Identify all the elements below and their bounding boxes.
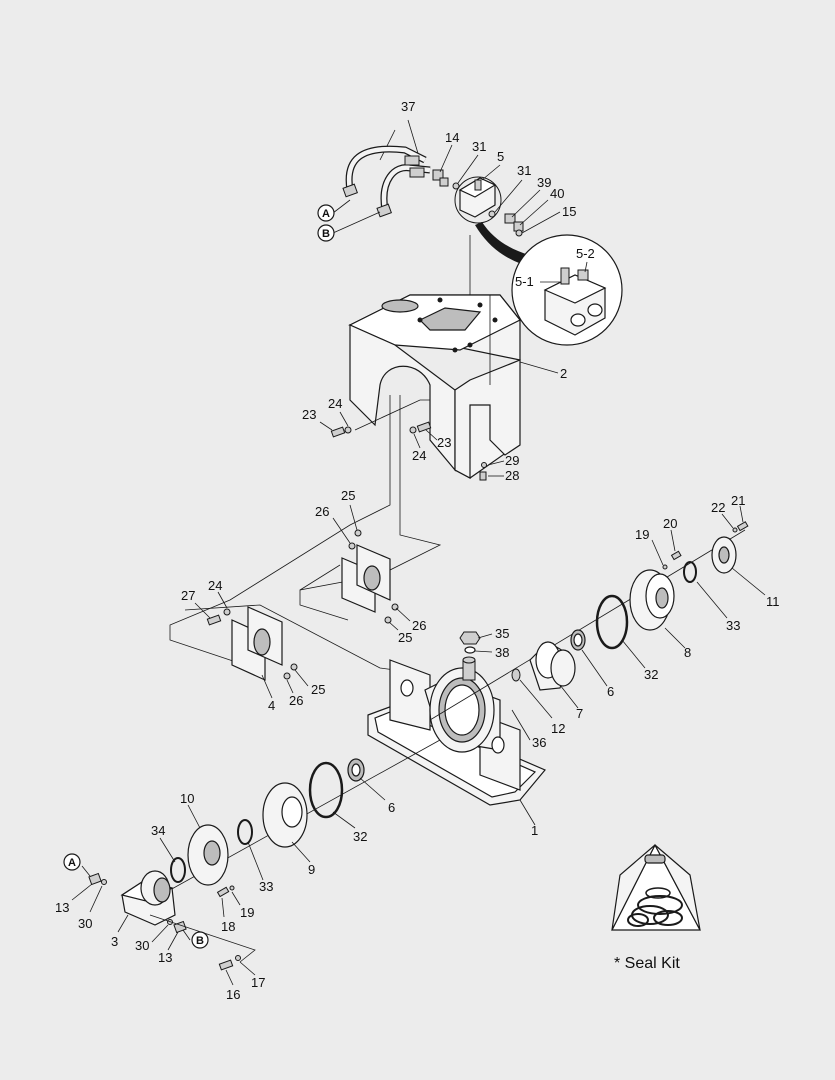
callout-23: 23 — [437, 435, 451, 450]
callout-29: 29 — [505, 453, 519, 468]
callout-22: 22 — [711, 500, 725, 515]
callout-8: 8 — [684, 645, 691, 660]
frame-bolts — [319, 399, 505, 481]
rubber-mount-upper — [332, 504, 411, 631]
callout-2: 2 — [560, 366, 567, 381]
callout-23: 23 — [302, 407, 316, 422]
seal-kit-label: * Seal Kit — [614, 955, 680, 972]
callout-27: 27 — [181, 588, 195, 603]
callout-39: 39 — [537, 175, 551, 190]
callout-28: 28 — [505, 468, 519, 483]
callout-37: 37 — [401, 99, 415, 114]
callout-5-2: 5-2 — [576, 246, 595, 261]
callout-32: 32 — [353, 829, 367, 844]
callout-11: 11 — [766, 594, 780, 609]
callout-38: 38 — [495, 645, 509, 660]
callout-13: 13 — [158, 950, 172, 965]
callout-36: 36 — [532, 735, 546, 750]
part-callouts: 37 14 31 5 31 39 40 15 5-2 5-1 2 23 24 2… — [55, 99, 780, 1002]
port-a-hose: A — [322, 208, 330, 220]
callout-33: 33 — [259, 879, 273, 894]
rubber-mount-lower — [194, 591, 309, 699]
valve-block — [454, 164, 623, 346]
callout-5: 5 — [497, 149, 504, 164]
upper-frame — [348, 235, 559, 479]
callout-20: 20 — [663, 516, 677, 531]
assembly-leaders — [169, 395, 442, 671]
hose-assembly — [332, 119, 431, 234]
callout-18: 18 — [221, 919, 235, 934]
callout-4: 4 — [268, 698, 275, 713]
callout-24: 24 — [412, 448, 426, 463]
callout-19: 19 — [635, 527, 649, 542]
callout-3: 3 — [111, 934, 118, 949]
callout-24: 24 — [208, 578, 222, 593]
callout-26: 26 — [315, 504, 329, 519]
fittings-upper — [432, 144, 479, 190]
port-a-motor: A — [68, 857, 76, 869]
right-drive-parts — [429, 505, 766, 721]
callout-34: 34 — [151, 823, 165, 838]
seal-kit-icon — [611, 843, 701, 931]
callout-15: 15 — [562, 204, 576, 219]
callout-26: 26 — [412, 618, 426, 633]
callout-14: 14 — [445, 130, 459, 145]
callout-25: 25 — [398, 630, 412, 645]
callout-17: 17 — [251, 975, 265, 990]
callout-25: 25 — [311, 682, 325, 697]
callout-21: 21 — [731, 493, 745, 508]
callout-6: 6 — [388, 800, 395, 815]
callout-35: 35 — [495, 626, 509, 641]
callout-9: 9 — [308, 862, 315, 877]
callout-33: 33 — [726, 618, 740, 633]
callout-13: 13 — [55, 900, 69, 915]
callout-16: 16 — [226, 987, 240, 1002]
callout-30: 30 — [78, 916, 92, 931]
callout-24: 24 — [328, 396, 342, 411]
callout-26: 26 — [289, 693, 303, 708]
callout-32: 32 — [644, 667, 658, 682]
callout-40: 40 — [550, 186, 564, 201]
left-drive-parts — [71, 739, 441, 986]
callout-25: 25 — [341, 488, 355, 503]
base-plate — [367, 631, 546, 826]
port-badges: A B A B — [63, 204, 335, 949]
callout-5-1: 5-1 — [515, 274, 534, 289]
callout-30: 30 — [135, 938, 149, 953]
callout-1: 1 — [531, 823, 538, 838]
port-b-hose: B — [322, 228, 330, 240]
callout-19: 19 — [240, 905, 254, 920]
callout-31: 31 — [472, 139, 486, 154]
callout-10: 10 — [180, 791, 194, 806]
callout-31: 31 — [517, 163, 531, 178]
callout-6: 6 — [607, 684, 614, 699]
callout-12: 12 — [551, 721, 565, 736]
port-b-motor: B — [196, 935, 204, 947]
callout-7: 7 — [576, 706, 583, 721]
